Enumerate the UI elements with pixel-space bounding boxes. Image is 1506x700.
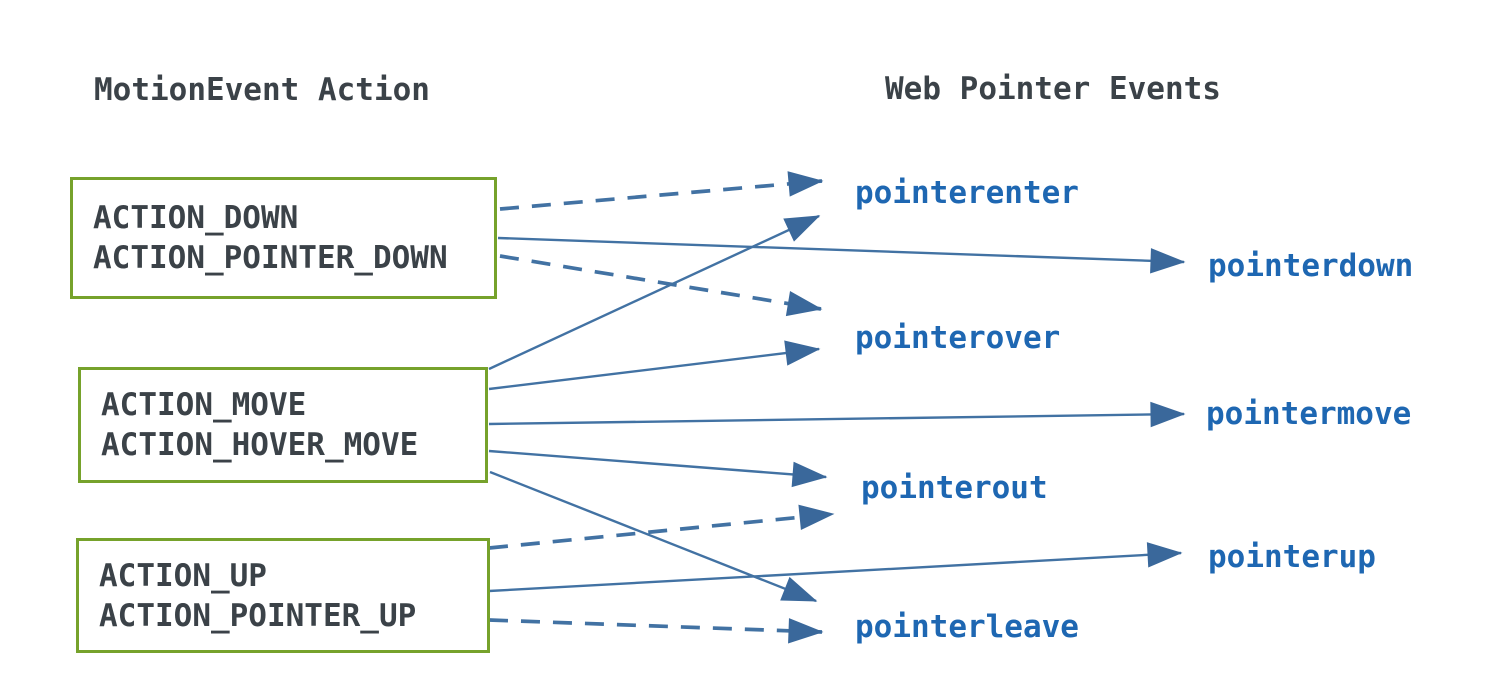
action-label: ACTION_UP — [99, 557, 267, 594]
arrow-action-move-to-pointerout — [488, 449, 828, 488]
action-label: ACTION_POINTER_DOWN — [93, 240, 448, 276]
motionevent-box-action-up: ACTION_UP ACTION_POINTER_UP — [76, 538, 490, 653]
arrow-action-move-to-pointermove — [488, 401, 1186, 428]
arrow-action-down-to-pointerover — [499, 254, 823, 317]
left-column-header: MotionEvent Action — [94, 72, 430, 108]
action-label: ACTION_DOWN — [93, 200, 299, 236]
motionevent-box-action-down: ACTION_DOWN ACTION_POINTER_DOWN — [70, 177, 497, 299]
arrow-action-up-to-pointerout — [488, 504, 835, 550]
event-label-pointerdown: pointerdown — [1208, 248, 1414, 284]
event-label-pointerleave: pointerleave — [855, 609, 1079, 645]
event-label-pointerout: pointerout — [861, 470, 1048, 506]
motionevent-box-action-move: ACTION_MOVE ACTION_HOVER_MOVE — [78, 367, 488, 483]
event-label-pointerover: pointerover — [855, 320, 1061, 356]
action-label: ACTION_MOVE — [101, 387, 307, 423]
arrow-action-move-to-pointerenter — [488, 214, 821, 371]
arrow-action-up-to-pointerup — [488, 542, 1183, 593]
event-label-pointermove: pointermove — [1206, 396, 1412, 432]
right-column-header: Web Pointer Events — [885, 71, 1221, 107]
event-label-pointerenter: pointerenter — [855, 175, 1079, 211]
arrow-action-up-to-pointerleave — [488, 618, 824, 644]
arrow-action-down-to-pointerdown — [497, 236, 1186, 274]
event-label-pointerup: pointerup — [1208, 539, 1376, 575]
action-label: ACTION_HOVER_MOVE — [101, 427, 419, 463]
action-label: ACTION_POINTER_UP — [99, 597, 417, 634]
arrow-action-down-to-pointerenter — [499, 171, 824, 211]
arrow-action-move-to-pointerover — [488, 340, 821, 391]
arrow-action-move-to-pointerleave — [489, 470, 818, 603]
